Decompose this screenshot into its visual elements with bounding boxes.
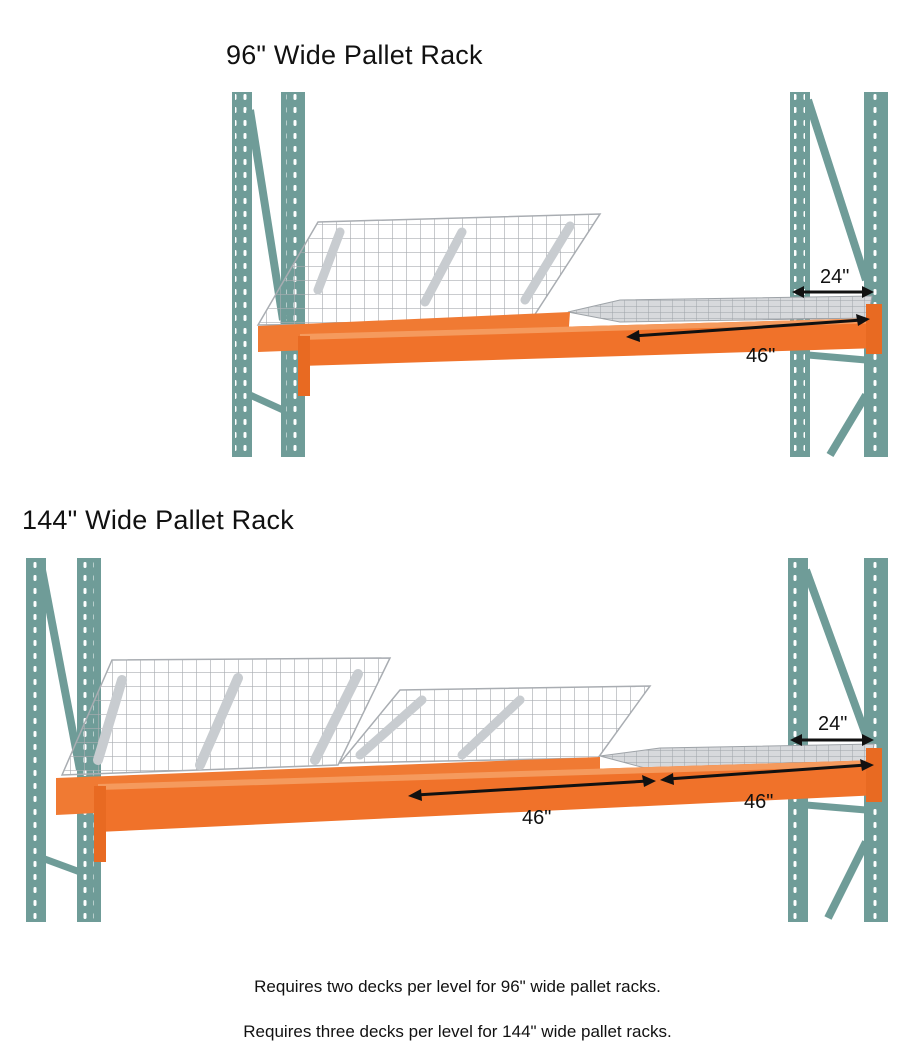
rack-144-dimension-46-right-label: 46" xyxy=(744,791,773,813)
rack-96-wire-deck-tilted xyxy=(256,213,602,326)
rack-96-dimension-46-arrow xyxy=(626,314,870,342)
rack-144-dimension-24-label: 24" xyxy=(818,713,847,735)
rack-144-wire-deck-tilted-middle xyxy=(338,685,652,764)
rack-96-dimension-24-label: 24" xyxy=(820,266,849,288)
rack-96-dimension-24-arrow xyxy=(792,286,874,298)
rack-144-dimension-24-arrow xyxy=(790,734,874,746)
rack-144-dimension-46-right-arrow xyxy=(660,759,874,785)
rack-144-wire-deck-tilted-left xyxy=(60,657,392,776)
rack-96-diagram: 24" 46" xyxy=(232,92,888,458)
rack-96-title: 96" Wide Pallet Rack xyxy=(226,40,483,70)
caption-three-decks: Requires three decks per level for 144" … xyxy=(243,1022,672,1041)
caption-two-decks: Requires two decks per level for 96" wid… xyxy=(254,977,661,996)
rack-144-dimension-46-left-label: 46" xyxy=(522,807,551,829)
rack-96-wire-deck-flat xyxy=(567,295,873,323)
rack-96-right-upright-frame xyxy=(790,92,888,458)
rack-144-dimension-46-left-arrow xyxy=(408,775,656,801)
rack-144-diagram: 24" 46" 46" xyxy=(26,558,888,922)
rack-144-title: 144" Wide Pallet Rack xyxy=(22,505,294,535)
rack-96-dimension-46-label: 46" xyxy=(746,345,775,367)
